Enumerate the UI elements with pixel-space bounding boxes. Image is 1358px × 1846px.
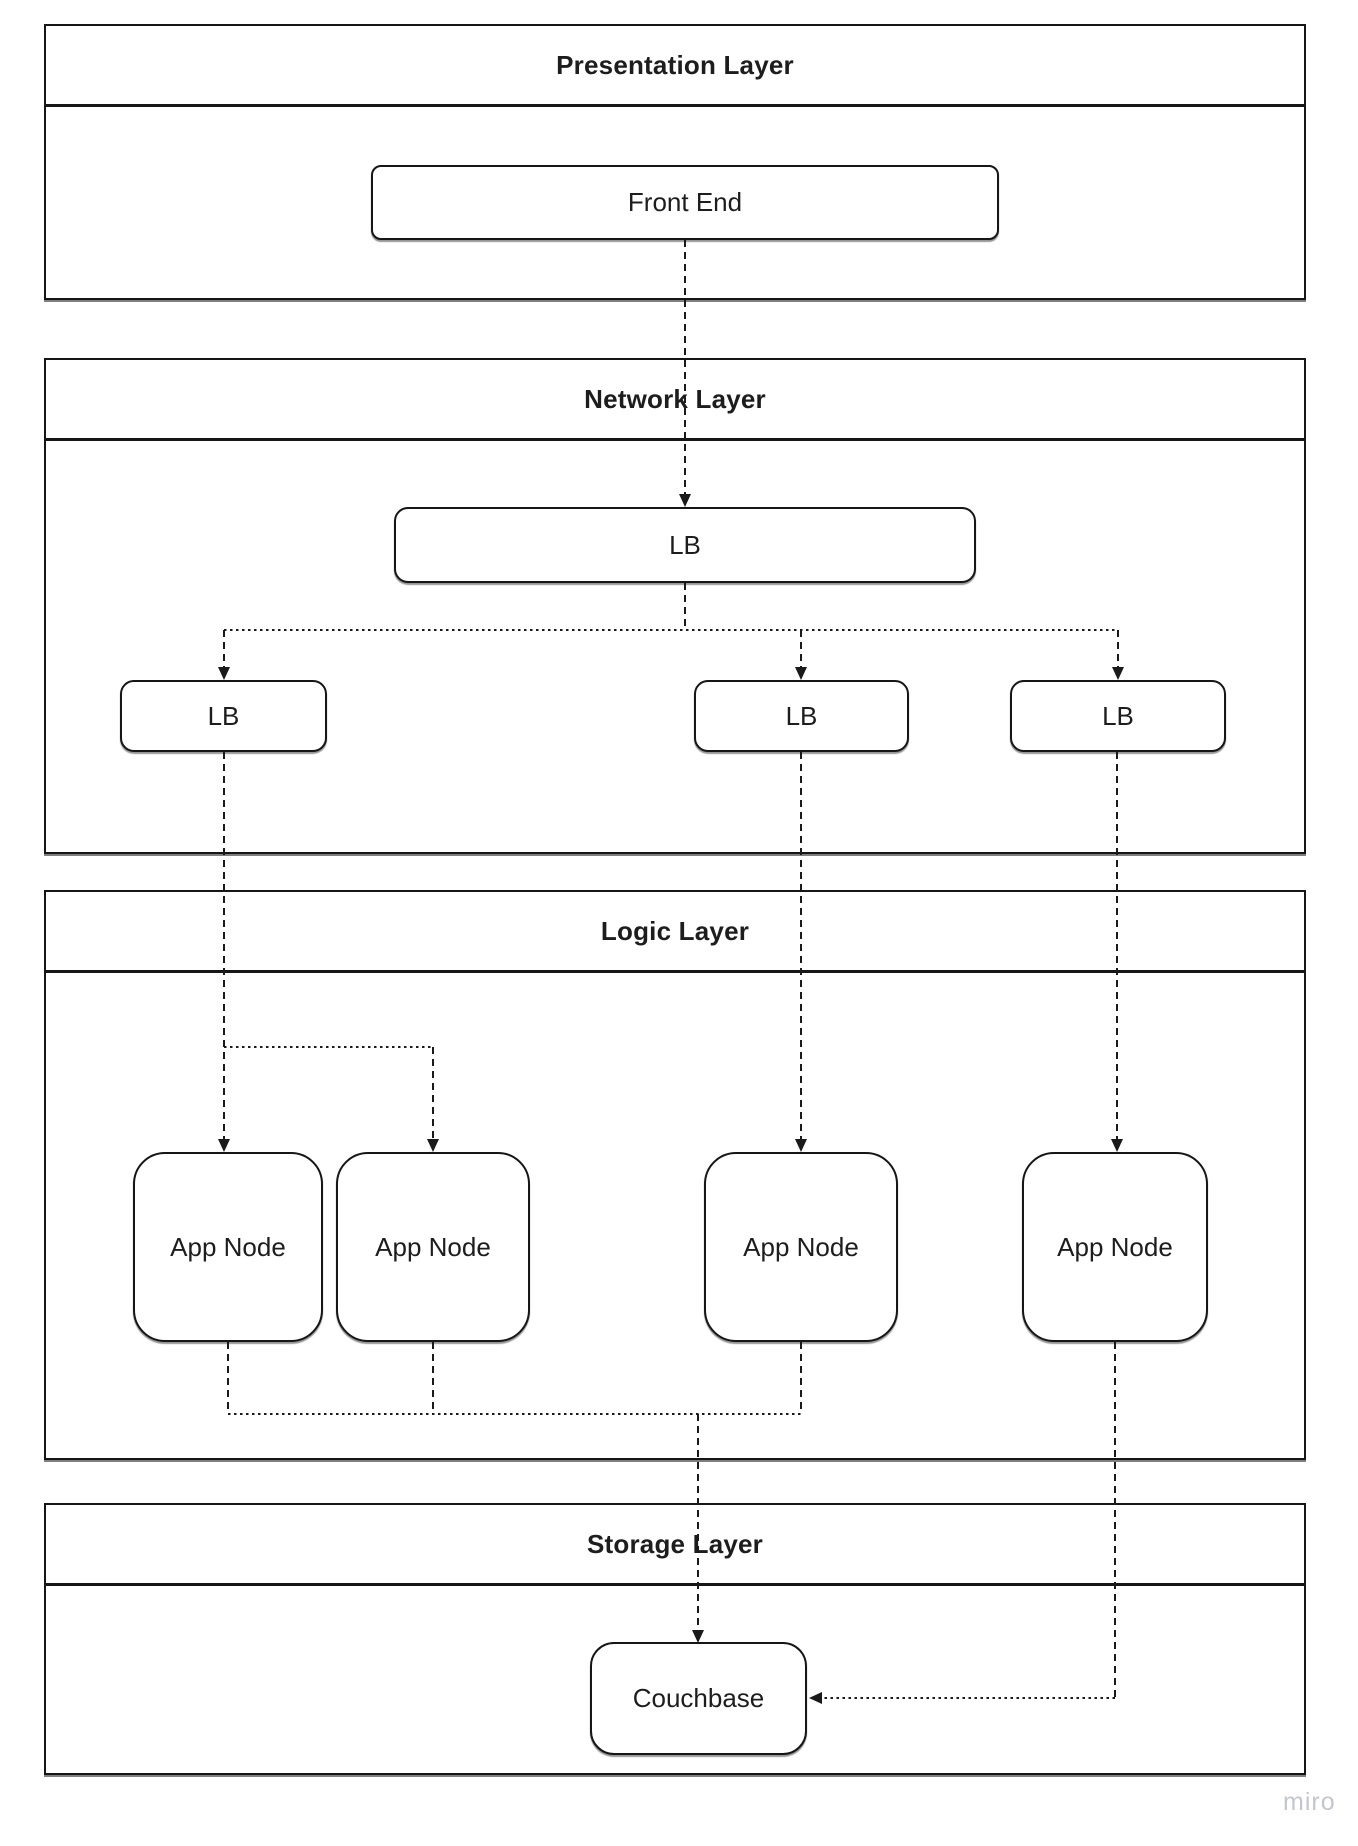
layer-network-title-band: Network Layer <box>46 360 1304 441</box>
node-lb-1-label: LB <box>207 700 240 731</box>
layer-presentation-title-band: Presentation Layer <box>46 26 1304 107</box>
node-lb-2[interactable]: LB <box>694 680 909 752</box>
node-app-node-3[interactable]: App Node <box>704 1152 898 1342</box>
node-app-node-4[interactable]: App Node <box>1022 1152 1208 1342</box>
node-couchbase[interactable]: Couchbase <box>590 1642 807 1755</box>
node-lb-3-label: LB <box>1102 700 1134 731</box>
node-app-node-2[interactable]: App Node <box>336 1152 530 1342</box>
node-lb-1[interactable]: LB <box>120 680 327 752</box>
node-lb-main[interactable]: LB <box>394 507 976 583</box>
node-lb-2-label: LB <box>785 700 818 731</box>
node-lb-main-label: LB <box>669 529 701 560</box>
node-app-node-2-label: App Node <box>375 1231 491 1262</box>
layer-logic-title: Logic Layer <box>600 915 750 946</box>
node-app-node-1-label: App Node <box>170 1231 286 1262</box>
layer-storage-title: Storage Layer <box>586 1528 763 1559</box>
layer-network[interactable]: Network Layer <box>44 358 1306 854</box>
node-app-node-3-label: App Node <box>743 1231 859 1262</box>
layer-presentation-title: Presentation Layer <box>556 49 794 80</box>
layer-network-title: Network Layer <box>584 383 766 414</box>
node-app-node-4-label: App Node <box>1057 1231 1173 1262</box>
layer-logic-title-band: Logic Layer <box>46 892 1304 973</box>
miro-logo: miro <box>1283 1788 1336 1816</box>
node-front-end[interactable]: Front End <box>371 165 999 240</box>
node-app-node-1[interactable]: App Node <box>133 1152 323 1342</box>
layer-storage-title-band: Storage Layer <box>46 1505 1304 1586</box>
node-couchbase-label: Couchbase <box>632 1683 765 1713</box>
node-lb-3[interactable]: LB <box>1010 680 1226 752</box>
node-front-end-label: Front End <box>627 187 743 217</box>
layer-presentation[interactable]: Presentation Layer <box>44 24 1306 300</box>
